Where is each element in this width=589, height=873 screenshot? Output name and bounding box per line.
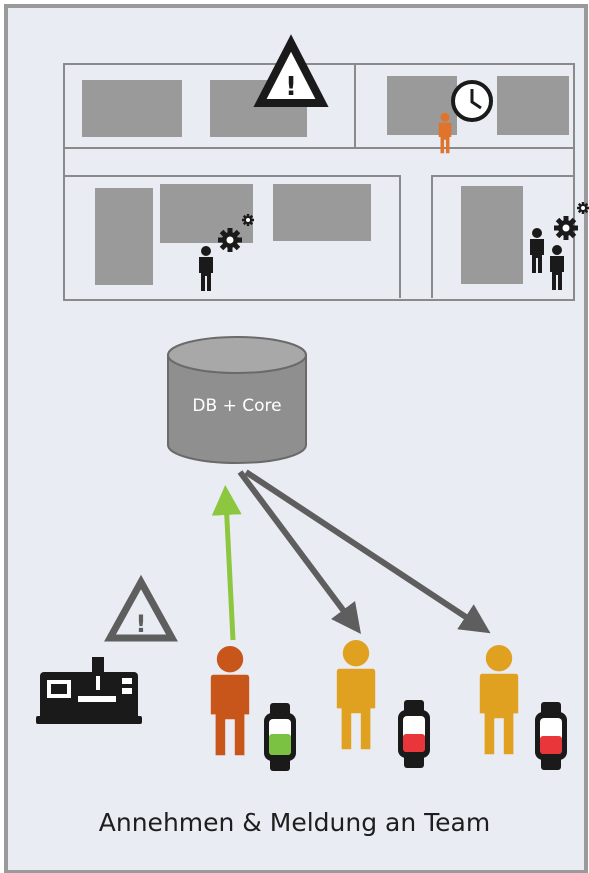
smartwatch-icon [535,702,567,770]
factory-floorplan [63,63,575,301]
clock-icon [451,80,493,122]
warning-icon [104,574,178,642]
smartwatch-icon [398,700,430,768]
database-label: DB + Core [192,396,282,416]
arrow-notify [237,470,361,635]
diagram-caption: Annehmen & Meldung an Team [98,808,491,837]
warning-icon [253,34,329,107]
gears-icon [218,214,254,252]
warning-mark: ! [285,72,297,102]
smartwatch-icon [264,703,296,771]
arrow-accept [211,485,242,641]
gears-icon [554,202,589,240]
database-icon [167,336,307,464]
arrow-notify [244,469,491,634]
machine-block [82,80,182,137]
warning-mark: ! [136,610,147,638]
machine-block [461,186,523,284]
machine-block [497,76,569,135]
machine-blocks [82,76,569,285]
machine-block [95,188,153,285]
cnc-machine-icon [36,657,142,724]
machine-block [273,184,371,241]
